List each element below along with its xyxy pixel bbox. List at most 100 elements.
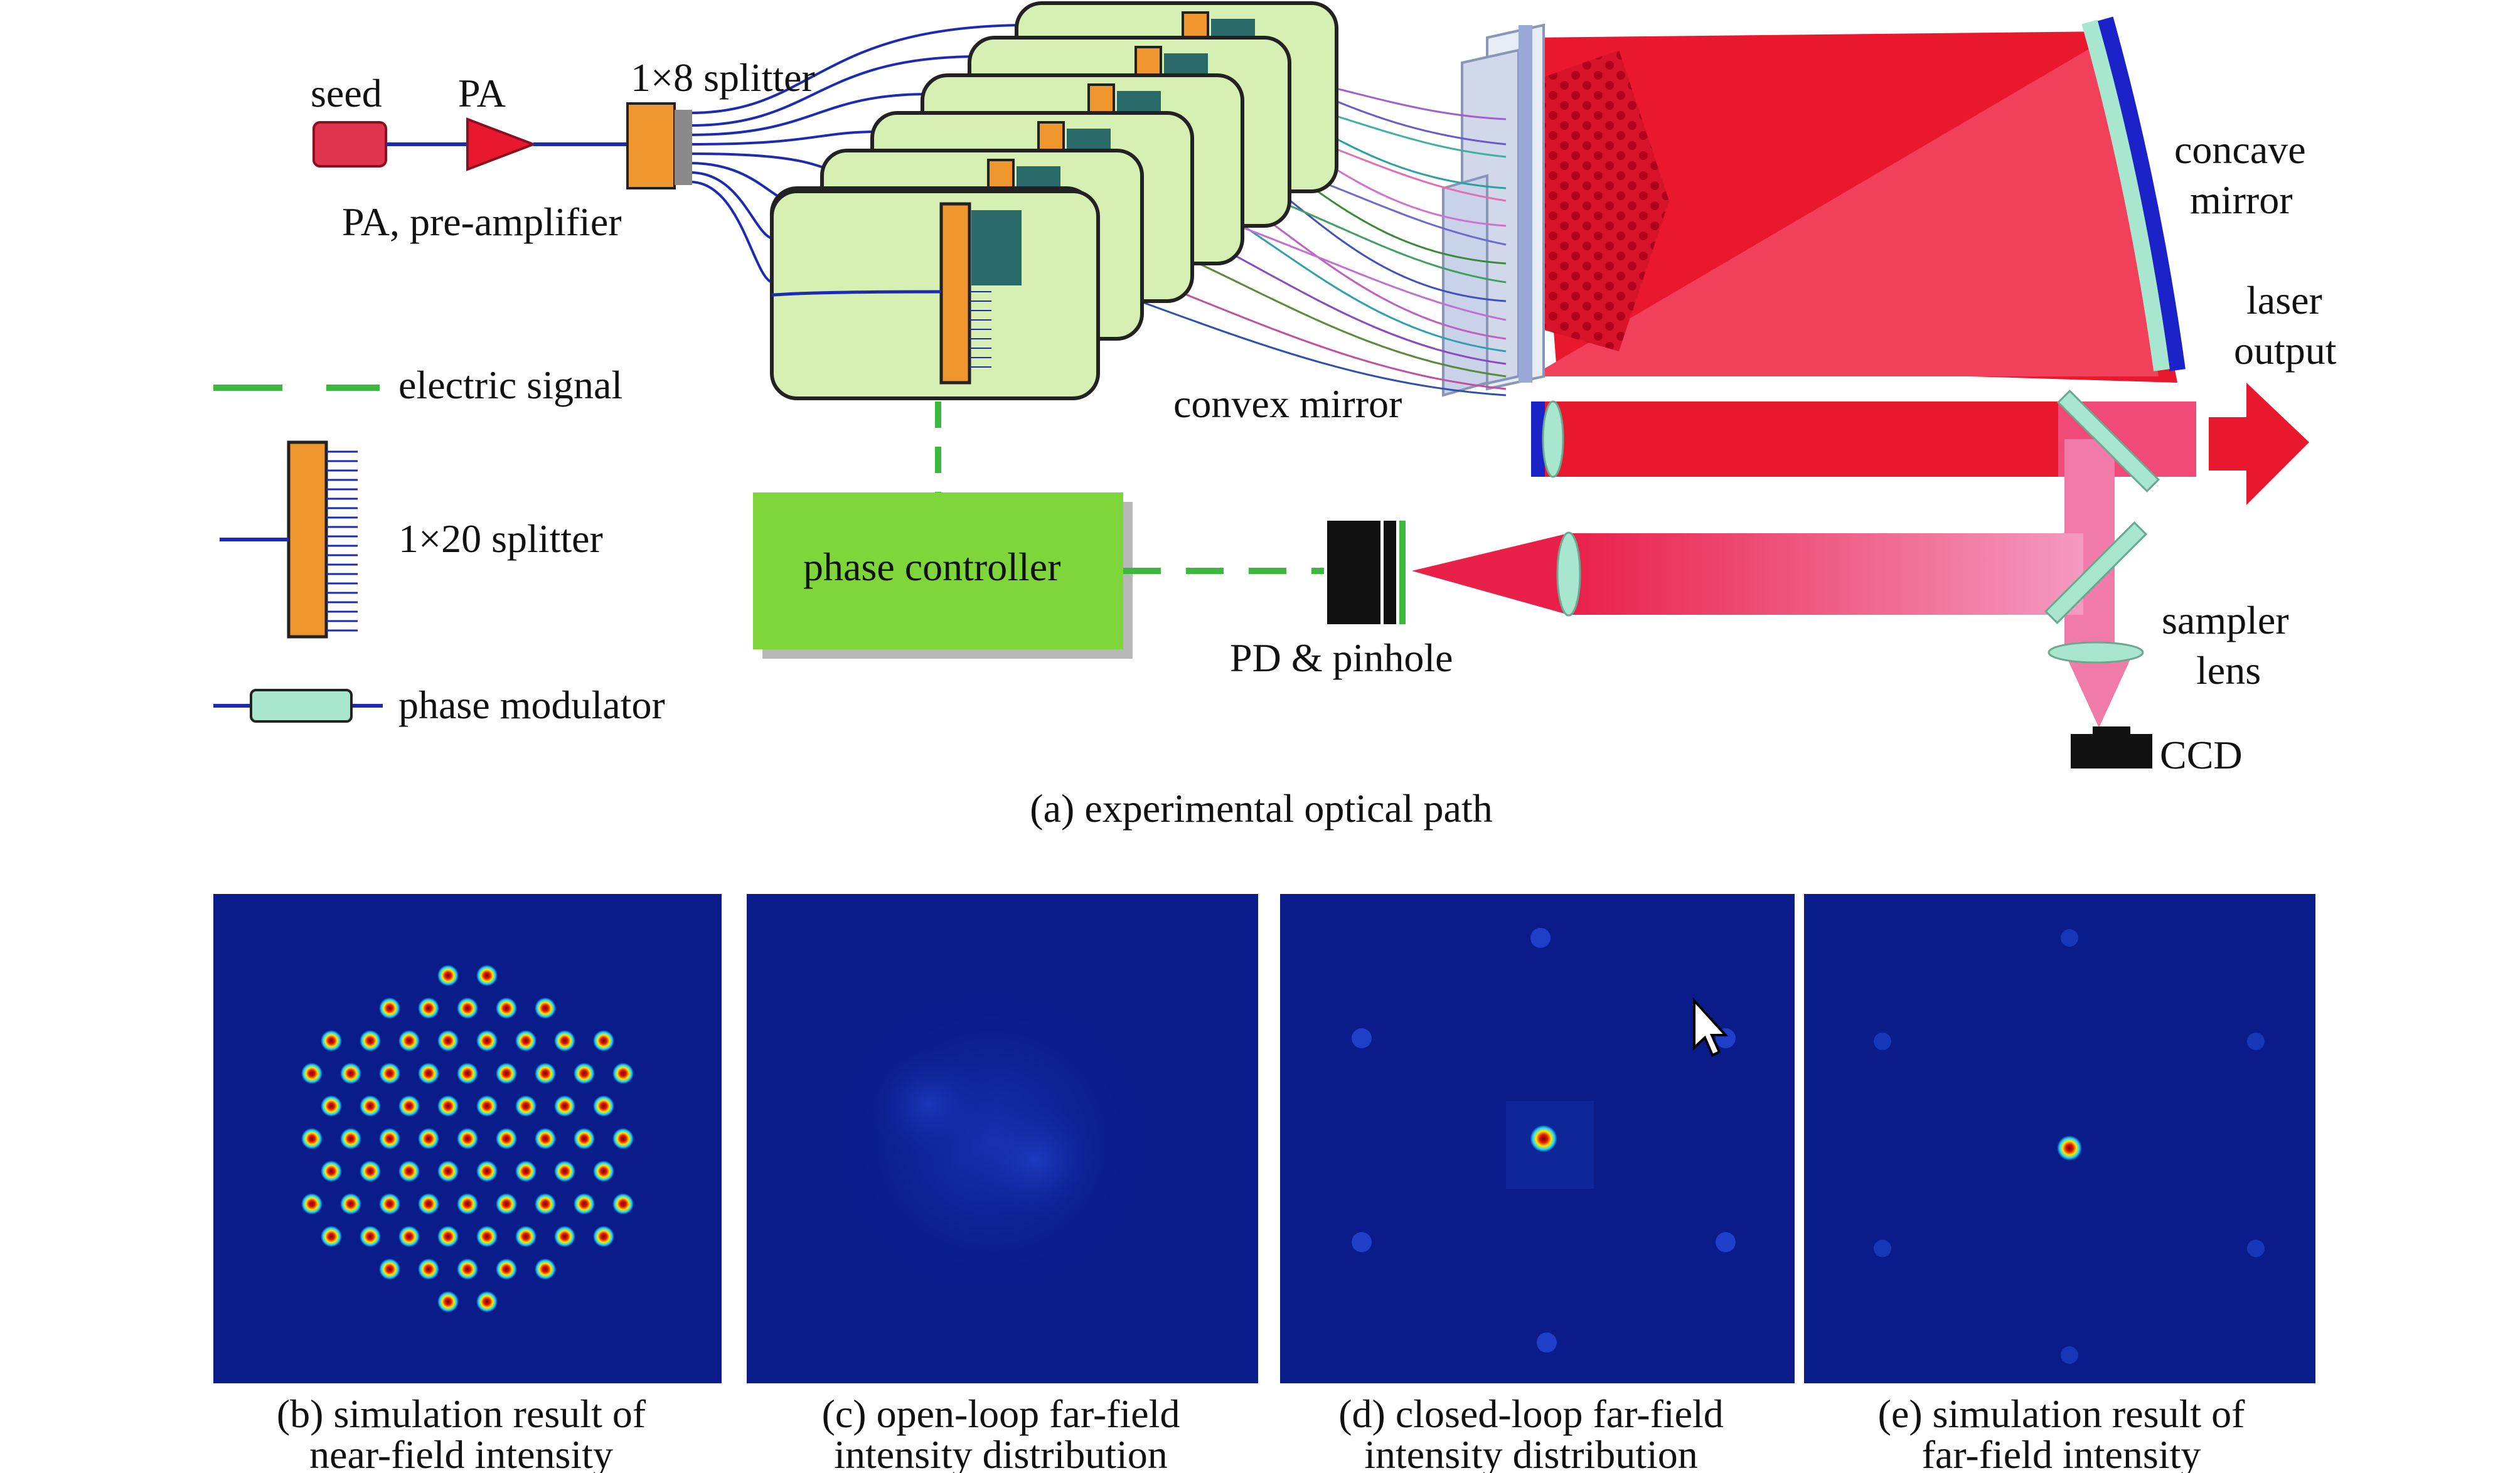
near-field-spot: [496, 1063, 517, 1084]
near-field-spot: [612, 1193, 634, 1215]
label-phase-modulator: phase modulator: [398, 683, 665, 727]
near-field-spot: [593, 1095, 614, 1117]
caption-e-line2: far-field intensity: [1922, 1432, 2201, 1473]
near-field-spot: [574, 1063, 595, 1084]
near-field-spot: [398, 1095, 420, 1117]
ccd-cone: [2064, 652, 2133, 728]
near-field-spot: [340, 1063, 361, 1084]
near-field-spot: [496, 1258, 517, 1280]
near-field-spot: [535, 997, 556, 1019]
near-field-spot: [574, 1193, 595, 1215]
caption-c-line2: intensity distribution: [834, 1432, 1168, 1473]
panel-d-closed-loop: [1280, 894, 1795, 1383]
sampler-lens: [2048, 641, 2144, 664]
label-laser: laser: [2246, 278, 2322, 322]
near-field-spot: [301, 1128, 323, 1149]
label-seed: seed: [311, 71, 382, 115]
near-field-spot: [535, 1193, 556, 1215]
near-field-spot: [593, 1030, 614, 1051]
near-field-spot: [418, 997, 439, 1019]
near-field-spot: [321, 1161, 342, 1182]
legend: [213, 385, 383, 723]
pd-lens: [1556, 531, 1581, 617]
near-field-spot: [535, 1063, 556, 1084]
near-field-spot: [496, 997, 517, 1019]
near-field-spot: [437, 1291, 459, 1312]
caption-b-line1: (b) simulation result of: [277, 1391, 646, 1436]
near-field-spot: [457, 997, 478, 1019]
caption-e-line1: (e) simulation result of: [1878, 1391, 2245, 1436]
panel-e-far-field-sim: [1804, 894, 2315, 1383]
near-field-spot: [457, 1128, 478, 1149]
collimated-output-beam: [1544, 401, 2196, 477]
near-field-spot: [476, 1095, 498, 1117]
hex-fiber-array: [1531, 50, 1669, 351]
near-field-spot: [321, 1226, 342, 1247]
near-field-spot: [437, 1161, 459, 1182]
near-field-spot: [437, 1226, 459, 1247]
beam-diagonal-shade: [1531, 38, 2159, 376]
near-field-spot: [379, 1063, 400, 1084]
convex-mirror: [1442, 23, 1545, 397]
label-lens: lens: [2196, 648, 2261, 693]
label-splitter-1x20: 1×20 splitter: [398, 516, 603, 561]
sim-central-lobe: [2057, 1135, 2082, 1161]
caption-a: (a) experimental optical path: [1030, 786, 1492, 831]
near-field-spot: [360, 1161, 381, 1182]
pd-body: [1327, 521, 1380, 624]
near-field-spot: [360, 1030, 381, 1051]
near-field-spot: [398, 1226, 420, 1247]
pa-amplifier: [466, 117, 537, 171]
label-convex-mirror: convex mirror: [1173, 381, 1402, 426]
near-field-spot: [612, 1063, 634, 1084]
caption-d-line2: intensity distribution: [1364, 1432, 1698, 1473]
near-field-spot: [379, 1128, 400, 1149]
near-field-spot: [554, 1226, 575, 1247]
near-field-spot: [418, 1128, 439, 1149]
near-field-spot: [321, 1030, 342, 1051]
ccd-camera: [2071, 734, 2152, 768]
label-pa: PA: [458, 71, 506, 115]
near-field-spot: [476, 1226, 498, 1247]
near-field-spot: [379, 1193, 400, 1215]
pd-beam: [1569, 533, 2083, 615]
near-field-spot: [360, 1226, 381, 1247]
concave-mirror: [2081, 16, 2186, 371]
legend-phase-modulator: [250, 689, 353, 723]
label-pd-pinhole: PD & pinhole: [1230, 635, 1453, 680]
near-field-spot: [340, 1193, 361, 1215]
seed-laser: [312, 121, 387, 168]
label-output: output: [2234, 328, 2337, 373]
near-field-spot: [321, 1095, 342, 1117]
caption-d-line1: (d) closed-loop far-field: [1338, 1391, 1724, 1436]
label-splitter-1x8: 1×8 splitter: [631, 55, 815, 100]
near-field-spot: [593, 1161, 614, 1182]
near-field-spot: [340, 1128, 361, 1149]
near-field-spot: [418, 1258, 439, 1280]
sampler-plate-2: [2044, 521, 2148, 625]
near-field-spot: [398, 1030, 420, 1051]
near-field-spot: [554, 1095, 575, 1117]
output-lens-back: [1531, 401, 1545, 477]
output-lens: [1542, 400, 1564, 478]
near-field-spot: [574, 1128, 595, 1149]
label-sampler: sampler: [2162, 598, 2289, 642]
near-field-spot: [437, 965, 459, 986]
near-field-spot: [515, 1226, 537, 1247]
near-field-spot: [437, 1030, 459, 1051]
mouse-cursor: [1693, 997, 1729, 1057]
near-field-spot: [301, 1193, 323, 1215]
near-field-spot: [457, 1258, 478, 1280]
near-field-spot: [515, 1030, 537, 1051]
ccd-top: [2093, 726, 2130, 736]
near-field-spot: [476, 965, 498, 986]
label-pa-definition: PA, pre-amplifier: [342, 199, 622, 244]
main-beam: [1531, 31, 2196, 477]
pinhole-plate: [1384, 521, 1396, 624]
panel-c-open-loop: [747, 894, 1258, 1383]
label-phase-controller: phase controller: [803, 545, 1061, 589]
near-field-spot: [360, 1095, 381, 1117]
near-field-spot: [418, 1063, 439, 1084]
near-field-spot: [379, 1258, 400, 1280]
